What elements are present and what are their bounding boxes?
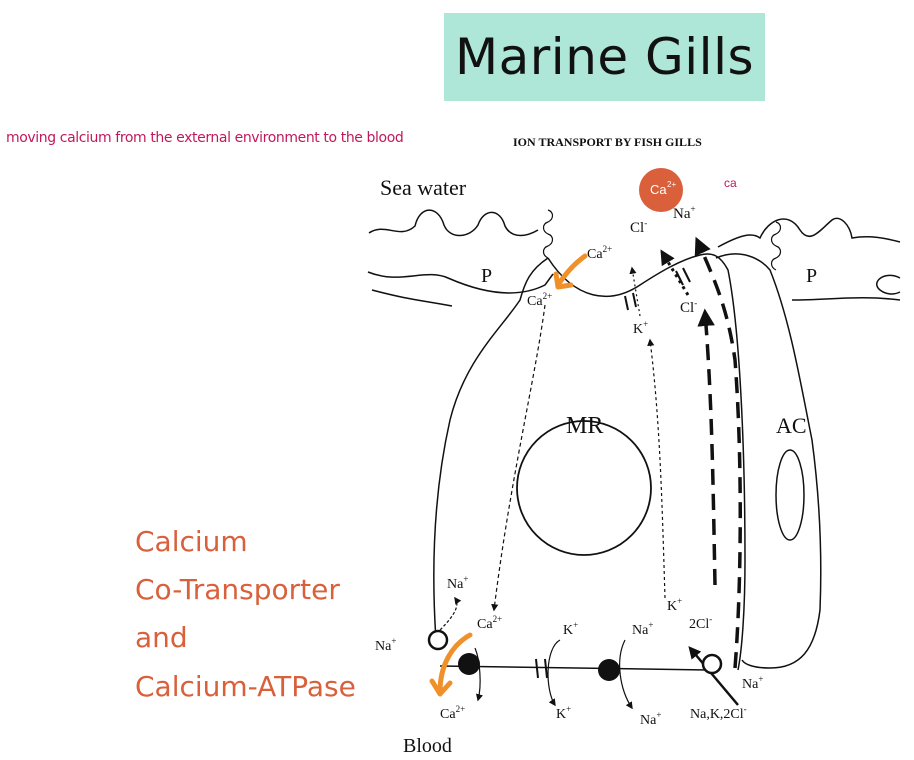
- nucleus: [516, 420, 652, 556]
- figure-header: ION TRANSPORT BY FISH GILLS: [513, 135, 702, 149]
- svg-text:Na+: Na+: [447, 574, 468, 592]
- highlight-arrows: [429, 253, 588, 697]
- svg-text:K+: K+: [556, 704, 571, 722]
- apical-ion-labels: Ca2+ Ca2+ Cl- Na+ Cl- K+: [527, 204, 697, 337]
- badge-charge-text: 2+: [667, 180, 676, 189]
- badge-ion-text: Ca: [650, 182, 667, 197]
- basolateral-ion-labels: Na+ Na+ Ca2+ Ca2+ K+ K+ Na+ Na+ K+ 2Cl- …: [375, 574, 763, 728]
- svg-text:Ca2+: Ca2+: [440, 704, 465, 722]
- svg-text:K+: K+: [563, 620, 578, 638]
- svg-text:Na+: Na+: [673, 204, 696, 222]
- svg-text:Na+: Na+: [632, 620, 653, 638]
- pavement-right-label: P: [806, 265, 817, 287]
- svg-text:Na+: Na+: [640, 710, 661, 728]
- pavement-left-label: P: [481, 265, 492, 287]
- page-title: Marine Gills: [454, 28, 755, 86]
- na-k-atpase-pump: [598, 659, 620, 681]
- mr-cell-outline: [433, 257, 549, 641]
- channel-markers: [535, 267, 691, 679]
- svg-text:Ca2+: Ca2+: [527, 291, 552, 309]
- side-label-1: Calcium: [135, 525, 248, 558]
- nkcc-cotransporter: [701, 653, 723, 675]
- mr-label: MR: [566, 413, 603, 439]
- ca-exchanger: [427, 629, 449, 651]
- ca-atpase-pump: [458, 653, 480, 675]
- ac-nucleus: [775, 449, 805, 541]
- side-label-3: and: [135, 621, 188, 654]
- sea-water-label: Sea water: [380, 175, 467, 200]
- svg-text:Ca2+: Ca2+: [587, 244, 612, 262]
- transport-arrows: [439, 236, 742, 710]
- svg-text:Na+: Na+: [742, 674, 763, 692]
- svg-text:K+: K+: [633, 319, 648, 337]
- pavement-cell-left-outline: [368, 209, 539, 237]
- svg-text:2Cl-: 2Cl-: [689, 614, 712, 632]
- svg-text:Cl-: Cl-: [680, 298, 697, 316]
- accessory-cell-outline: [715, 253, 822, 669]
- calcium-badge: Ca 2+: [639, 168, 683, 212]
- svg-text:K+: K+: [667, 596, 682, 614]
- caption-note: moving calcium from the external environ…: [6, 130, 404, 146]
- side-label-2: Co-Transporter: [135, 573, 340, 606]
- svg-text:Na+: Na+: [375, 636, 396, 654]
- svg-text:Ca2+: Ca2+: [477, 614, 502, 632]
- title-box: Marine Gills: [444, 13, 765, 101]
- blood-label: Blood: [403, 735, 452, 757]
- badge-annotation: ca: [724, 176, 737, 190]
- transporter-label: Na,K,2Cl-: [690, 704, 747, 722]
- svg-text:Cl-: Cl-: [630, 218, 647, 236]
- side-label-4: Calcium-ATPase: [135, 670, 356, 703]
- ac-label: AC: [776, 413, 807, 438]
